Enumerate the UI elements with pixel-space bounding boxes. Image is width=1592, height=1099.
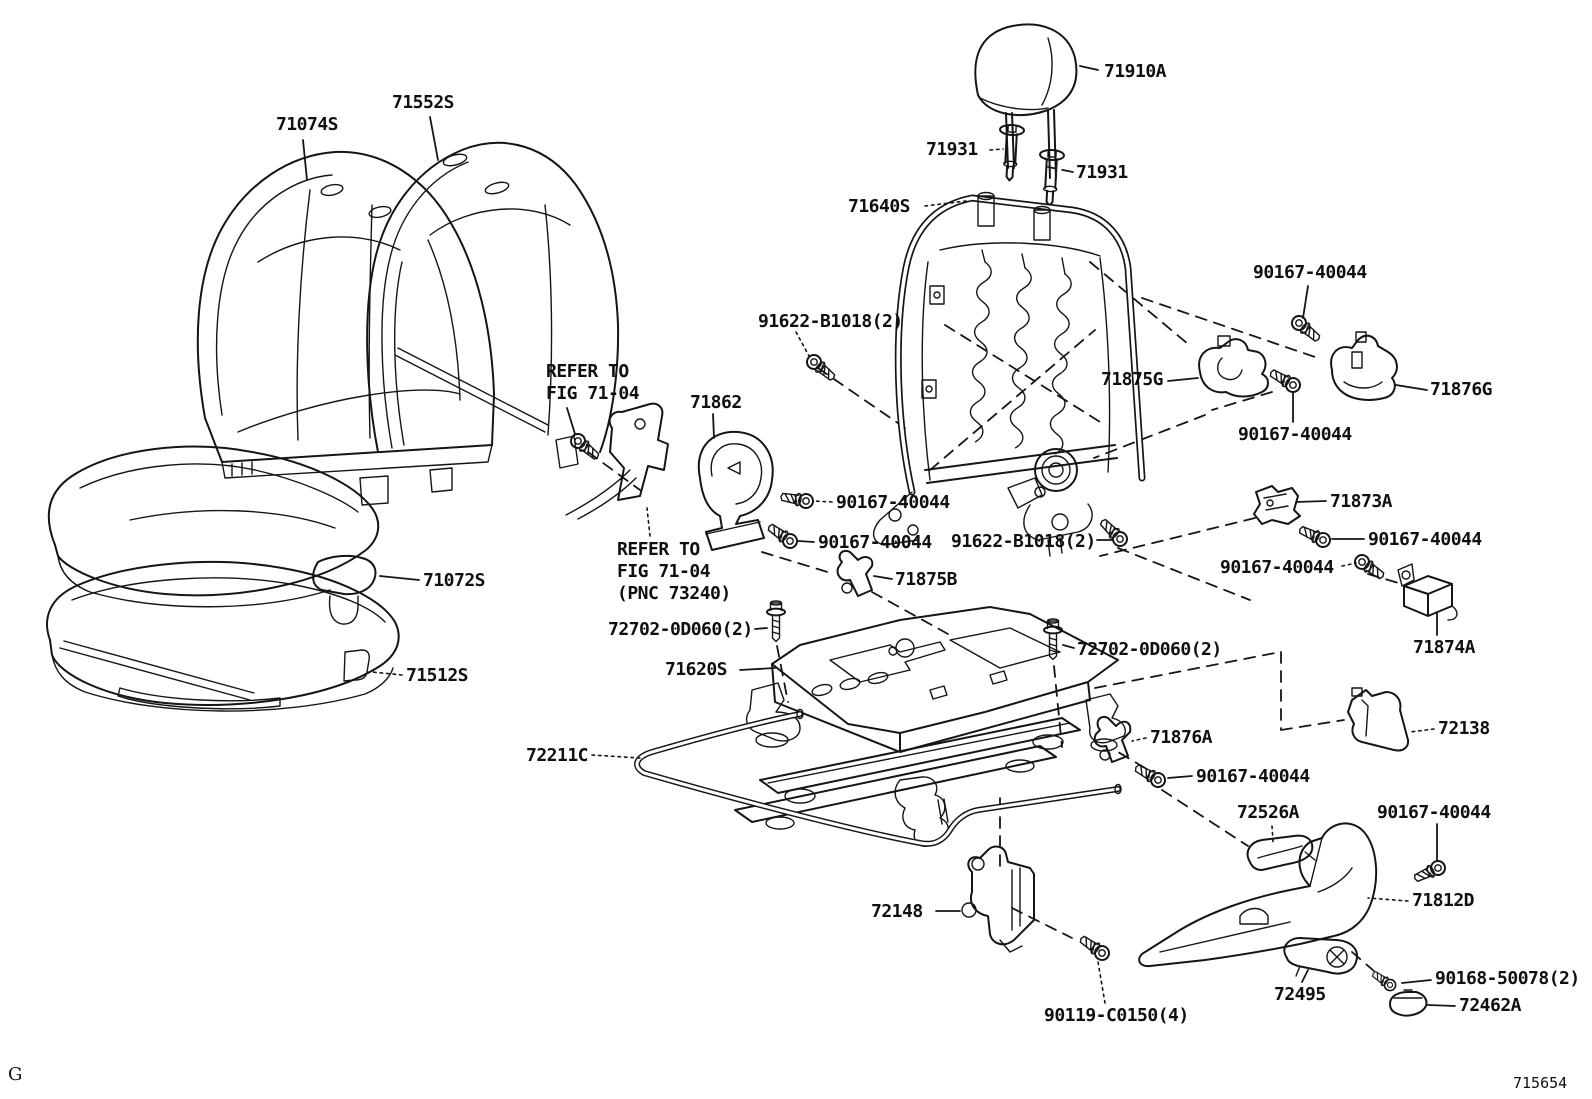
seat-cushion-71072s: [47, 445, 380, 625]
bracket-72148: [961, 845, 1035, 953]
stabilizer-wire-72211c: [634, 708, 1122, 847]
part-label-71620S: 71620S: [665, 659, 728, 680]
part-label-71876G: 71876G: [1430, 379, 1493, 400]
part-label-90167-40044-h: 90167-40044: [1377, 802, 1491, 823]
screw-90119-c0150: [1076, 931, 1113, 964]
part-label-72526A: 72526A: [1237, 802, 1300, 823]
shield-71876g: [1330, 331, 1398, 401]
seatback-frame-71640s: [873, 191, 1146, 557]
belt-guide-71862: [697, 430, 774, 551]
part-label-71074S: 71074S: [276, 114, 339, 135]
seatbelt-buckle: [565, 402, 669, 520]
screw-90167-40044-d: [764, 519, 801, 552]
seat-adjuster-71620s: [734, 606, 1126, 847]
screw-91622-b1018-a: [803, 351, 840, 385]
part-label-71640S: 71640S: [848, 196, 911, 217]
bolt-72702-0d060-a: [766, 600, 786, 643]
part-label-71552S: 71552S: [392, 92, 455, 113]
part-label-90167-40044-a: 90167-40044: [1253, 262, 1367, 283]
screw-90167-40044-h: [1410, 857, 1449, 887]
part-label-72462A: 72462A: [1459, 995, 1522, 1016]
seatback-cover-71074s: [196, 150, 495, 506]
part-label-note-refer-a: REFER TO FIG 71-04: [546, 361, 640, 404]
part-label-71862: 71862: [690, 392, 742, 413]
part-label-90167-40044-e: 90167-40044: [1368, 529, 1482, 550]
part-label-71910A: 71910A: [1104, 61, 1167, 82]
part-label-90119-C0150: 90119-C0150(4): [1044, 1005, 1189, 1026]
screw-90167-40044-g: [1131, 760, 1169, 791]
part-label-90167-40044-d: 90167-40044: [818, 532, 932, 553]
part-label-72148: 72148: [871, 901, 923, 922]
part-label-91622-B1018-a: 91622-B1018(2): [758, 311, 903, 332]
part-label-71874A: 71874A: [1413, 637, 1476, 658]
part-label-71931-a: 71931: [926, 139, 978, 160]
part-label-90168-50078: 90168-50078(2): [1435, 968, 1580, 989]
part-label-72211C: 72211C: [526, 745, 589, 766]
part-label-note-refer-b: REFER TO FIG 71-04 (PNC 73240): [617, 539, 731, 604]
screw-90167-40044-b: [1266, 365, 1304, 396]
part-label-71931-b: 71931: [1076, 162, 1128, 183]
handle-72495: [1283, 937, 1358, 977]
part-label-71812D: 71812D: [1412, 890, 1475, 911]
screw-91622-b1018-b: [1096, 515, 1131, 550]
seatback-cover-71552s: [366, 141, 620, 469]
screw-90167-40044-c: [778, 488, 816, 511]
side-shield-71812d: [1138, 822, 1378, 968]
handle-72526a: [1246, 834, 1316, 871]
cap-72462a: [1389, 989, 1428, 1017]
figure-number: 715654: [1513, 1074, 1568, 1092]
cushion-cover-71512s: [46, 561, 400, 712]
part-label-91622-B1018-b: 91622-B1018(2): [951, 531, 1096, 552]
part-label-71873A: 71873A: [1330, 491, 1393, 512]
headrest-71910a: [974, 23, 1078, 179]
bracket-71876a: [1093, 716, 1132, 763]
screw-90167-40044-a: [1288, 312, 1325, 346]
part-label-71876A: 71876A: [1150, 727, 1213, 748]
part-label-71875G: 71875G: [1101, 369, 1164, 390]
bracket-71873a: [1253, 485, 1301, 525]
leader-lines: [302, 65, 1456, 1007]
shield-72138: [1347, 687, 1410, 752]
screw-refer-belt: [567, 430, 604, 464]
screw-90167-40044-f: [1351, 551, 1388, 584]
part-label-90167-40044-b: 90167-40044: [1238, 424, 1352, 445]
page-corner-letter: G: [8, 1064, 23, 1085]
headrest-support-71931-a: [996, 123, 1026, 183]
screw-90167-40044-e: [1295, 521, 1334, 551]
part-label-72702-0D060-a: 72702-0D060(2): [608, 619, 753, 640]
part-label-71072S: 71072S: [423, 570, 486, 591]
assembly-dashed-lines: [587, 261, 1403, 972]
screw-90168-50078: [1369, 967, 1399, 994]
bracket-71875b: [836, 550, 874, 597]
part-label-71875B: 71875B: [895, 569, 958, 590]
part-label-90167-40044-c: 90167-40044: [836, 492, 950, 513]
bracket-71874a: [1397, 563, 1458, 621]
part-label-90167-40044-g: 90167-40044: [1196, 766, 1310, 787]
part-label-72138: 72138: [1438, 718, 1490, 739]
part-label-71512S: 71512S: [406, 665, 469, 686]
part-label-72495: 72495: [1274, 984, 1326, 1005]
part-label-90167-40044-f: 90167-40044: [1220, 557, 1334, 578]
part-label-72702-0D060-b: 72702-0D060(2): [1077, 639, 1222, 660]
shield-71875g: [1198, 335, 1269, 398]
